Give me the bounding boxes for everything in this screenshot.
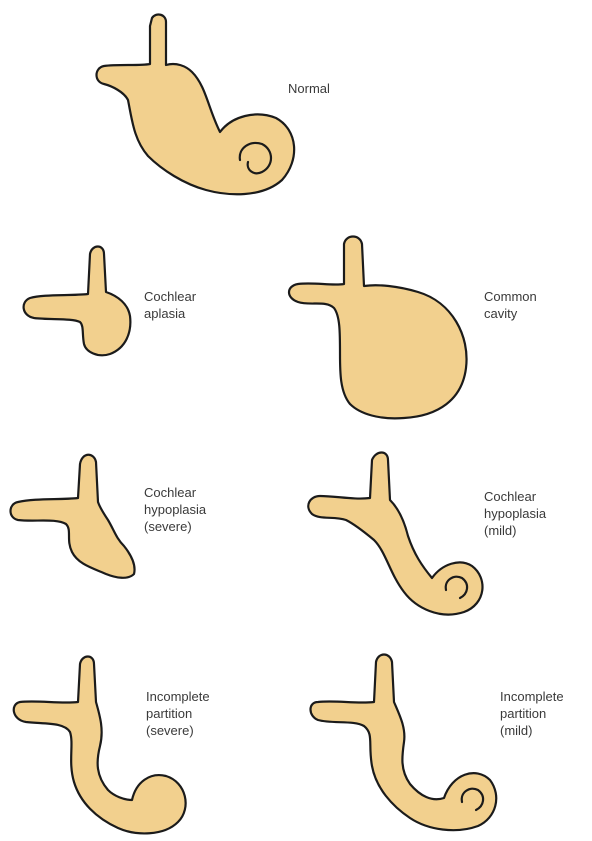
label-cochlear-aplasia: Cochlear aplasia xyxy=(144,288,196,322)
cochlear-aplasia-shape xyxy=(24,247,131,356)
label-line: partition xyxy=(500,705,564,722)
label-line: Common xyxy=(484,288,537,305)
label-incomplete-partition-mild: Incomplete partition (mild) xyxy=(500,688,564,739)
label-line: Normal xyxy=(288,80,330,97)
incomplete-partition-mild-shape xyxy=(311,655,497,831)
label-line: (mild) xyxy=(500,722,564,739)
cochlear-hypoplasia-severe-shape xyxy=(11,455,135,578)
label-line: cavity xyxy=(484,305,537,322)
label-line: (severe) xyxy=(146,722,210,739)
label-line: Incomplete xyxy=(146,688,210,705)
label-line: Cochlear xyxy=(144,288,196,305)
label-line: (severe) xyxy=(144,518,206,535)
label-line: aplasia xyxy=(144,305,196,322)
common-cavity-shape xyxy=(289,237,467,419)
normal-cochlea-shape xyxy=(97,15,295,195)
label-line: (mild) xyxy=(484,522,546,539)
label-line: hypoplasia xyxy=(144,501,206,518)
label-normal: Normal xyxy=(288,80,330,97)
label-line: Cochlear xyxy=(484,488,546,505)
label-line: Cochlear xyxy=(144,484,206,501)
label-cochlear-hypoplasia-severe: Cochlear hypoplasia (severe) xyxy=(144,484,206,535)
label-line: hypoplasia xyxy=(484,505,546,522)
incomplete-partition-severe-shape xyxy=(14,657,186,834)
label-common-cavity: Common cavity xyxy=(484,288,537,322)
label-cochlear-hypoplasia-mild: Cochlear hypoplasia (mild) xyxy=(484,488,546,539)
label-line: Incomplete xyxy=(500,688,564,705)
label-line: partition xyxy=(146,705,210,722)
cochlear-hypoplasia-mild-shape xyxy=(308,453,482,615)
label-incomplete-partition-severe: Incomplete partition (severe) xyxy=(146,688,210,739)
